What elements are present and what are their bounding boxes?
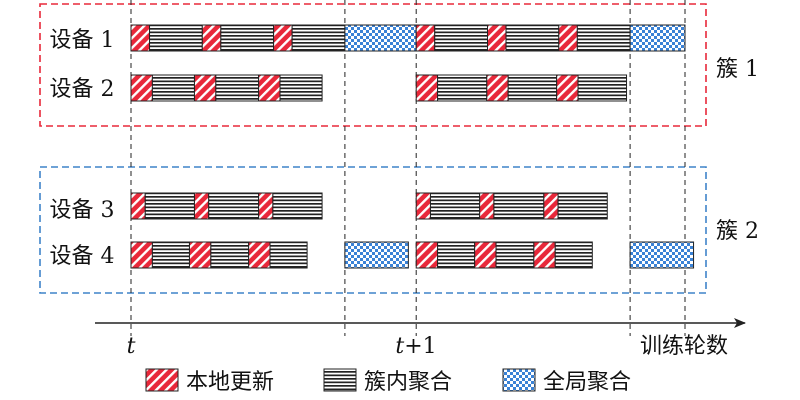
segment-local-device3-5 <box>258 192 274 220</box>
segment-local-device3-9 <box>479 192 495 220</box>
tick-label-t: t <box>127 334 136 359</box>
segment-intra-device1-2 <box>149 24 203 52</box>
segment-intra-device1-4 <box>220 24 275 52</box>
segment-intra-device2-10 <box>507 74 558 102</box>
segment-intra-device2-2 <box>151 74 195 102</box>
segment-local-device4-12 <box>533 241 556 269</box>
segment-intra-device4-13 <box>554 241 593 269</box>
device-label-1: 设备 1 <box>50 28 115 53</box>
segment-intra-device4-4 <box>210 241 250 269</box>
segment-intra-device4-2 <box>151 241 190 269</box>
segment-intra-device3-8 <box>429 192 481 220</box>
segment-local-device1-3 <box>201 24 222 52</box>
legend-swatch-intra <box>323 368 357 392</box>
axis-label: 训练轮数 <box>640 334 728 359</box>
segment-local-device1-8 <box>415 24 436 52</box>
device-timelines <box>130 24 695 269</box>
segment-intra-device4-9 <box>437 241 476 269</box>
segment-intra-device2-8 <box>437 74 488 102</box>
round-boundary-guides <box>130 0 686 336</box>
segment-intra-device3-12 <box>557 192 608 220</box>
segment-local-device2-5 <box>258 74 281 102</box>
tick-label-t-plus-1: t+1 <box>395 334 436 359</box>
legend-label-intra: 簇内聚合 <box>364 370 452 395</box>
segment-local-device3-3 <box>193 192 210 220</box>
segment-local-device3-1 <box>130 192 146 220</box>
legend-label-global: 全局聚合 <box>543 370 631 395</box>
segment-global-device4-7 <box>344 241 409 269</box>
segment-intra-device2-6 <box>279 74 323 102</box>
segment-local-device4-10 <box>474 241 497 269</box>
segment-intra-device3-10 <box>493 192 545 220</box>
segment-intra-device1-13 <box>576 24 631 52</box>
segment-intra-device3-2 <box>144 192 195 220</box>
segment-intra-device3-6 <box>272 192 323 220</box>
legend-label-local: 本地更新 <box>186 370 274 395</box>
legend-swatch-local <box>145 368 179 392</box>
segment-intra-device3-4 <box>208 192 260 220</box>
segment-intra-device2-4 <box>215 74 260 102</box>
cluster-1-box <box>39 3 707 127</box>
cluster-label-2: 簇 2 <box>716 219 759 244</box>
segment-local-device2-1 <box>130 74 153 102</box>
segment-intra-device4-11 <box>495 241 535 269</box>
segment-local-device4-3 <box>188 241 212 269</box>
legend-swatch-global <box>502 368 536 392</box>
segment-local-device1-10 <box>487 24 507 52</box>
device-label-2: 设备 2 <box>50 77 115 102</box>
segment-intra-device2-12 <box>577 74 628 102</box>
segment-intra-device1-11 <box>505 24 560 52</box>
segment-local-device2-7 <box>415 74 439 102</box>
device-label-3: 设备 3 <box>50 198 115 223</box>
segment-local-device2-9 <box>486 74 509 102</box>
segment-local-device3-7 <box>415 192 431 220</box>
segment-local-device1-5 <box>273 24 293 52</box>
cluster-label-1: 簇 1 <box>716 57 759 82</box>
segment-local-device2-3 <box>193 74 217 102</box>
segment-intra-device1-6 <box>291 24 346 52</box>
segment-global-device4-14 <box>629 241 695 269</box>
cluster-2-box <box>39 166 707 294</box>
device-label-4: 设备 4 <box>50 244 115 269</box>
segment-global-device1-14 <box>629 24 686 52</box>
segment-local-device4-8 <box>415 241 439 269</box>
segment-local-device3-11 <box>543 192 559 220</box>
segment-intra-device4-6 <box>269 241 308 269</box>
segment-local-device1-1 <box>130 24 151 52</box>
segment-local-device2-11 <box>556 74 579 102</box>
segment-local-device4-5 <box>248 241 271 269</box>
legend: 本地更新 簇内聚合 全局聚合 <box>145 368 631 395</box>
segment-local-device1-12 <box>558 24 578 52</box>
segment-intra-device1-9 <box>434 24 489 52</box>
segment-global-device1-7 <box>344 24 417 52</box>
segment-local-device4-1 <box>130 241 153 269</box>
